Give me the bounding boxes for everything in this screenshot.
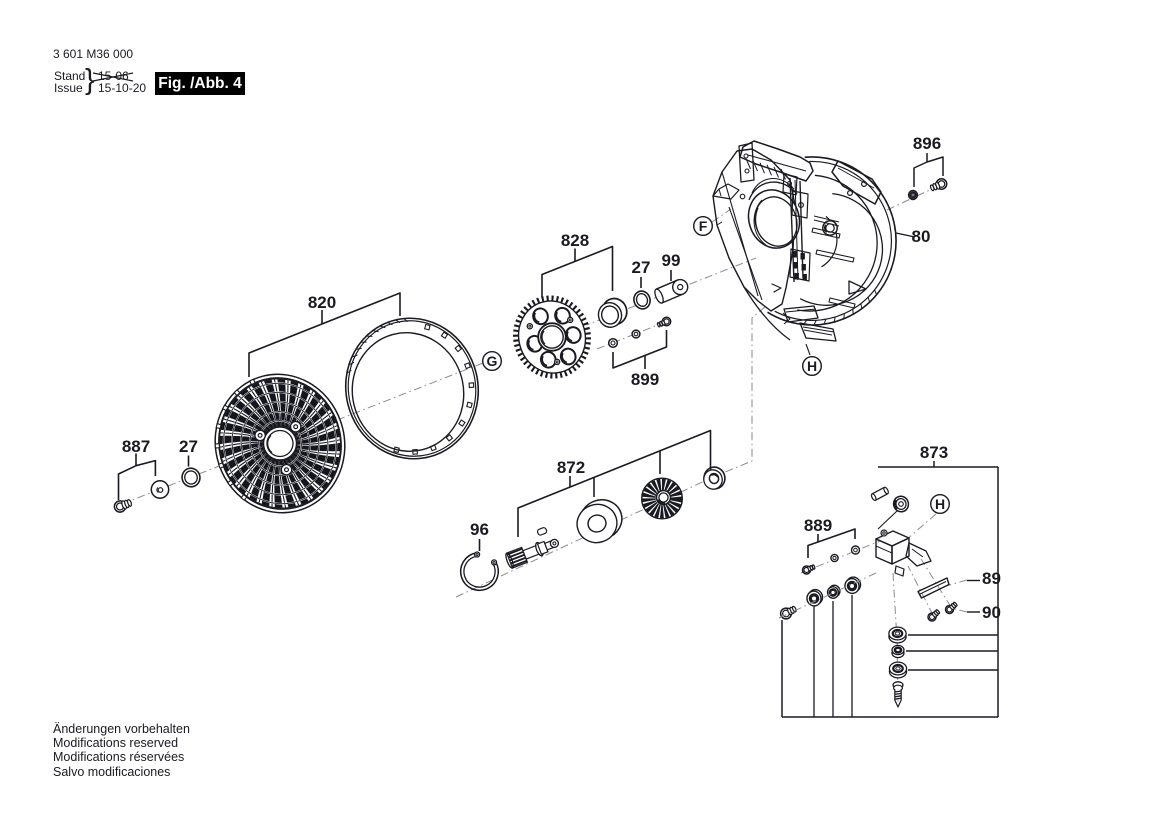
svg-text:27: 27: [179, 437, 198, 456]
svg-text:873: 873: [920, 443, 948, 462]
svg-text:90: 90: [982, 603, 1001, 622]
svg-text:H: H: [807, 358, 817, 374]
svg-text:889: 889: [804, 516, 832, 535]
svg-text:899: 899: [631, 370, 659, 389]
svg-text:80: 80: [912, 227, 931, 246]
svg-text:99: 99: [662, 251, 681, 270]
svg-text:F: F: [699, 218, 708, 234]
svg-text:H: H: [935, 496, 945, 512]
svg-text:820: 820: [308, 293, 336, 312]
svg-text:896: 896: [913, 134, 941, 153]
svg-text:89: 89: [982, 569, 1001, 588]
svg-text:G: G: [487, 353, 498, 369]
svg-text:828: 828: [561, 231, 589, 250]
svg-text:887: 887: [122, 437, 150, 456]
svg-text:872: 872: [557, 458, 585, 477]
svg-text:96: 96: [470, 520, 489, 539]
svg-text:27: 27: [632, 258, 651, 277]
